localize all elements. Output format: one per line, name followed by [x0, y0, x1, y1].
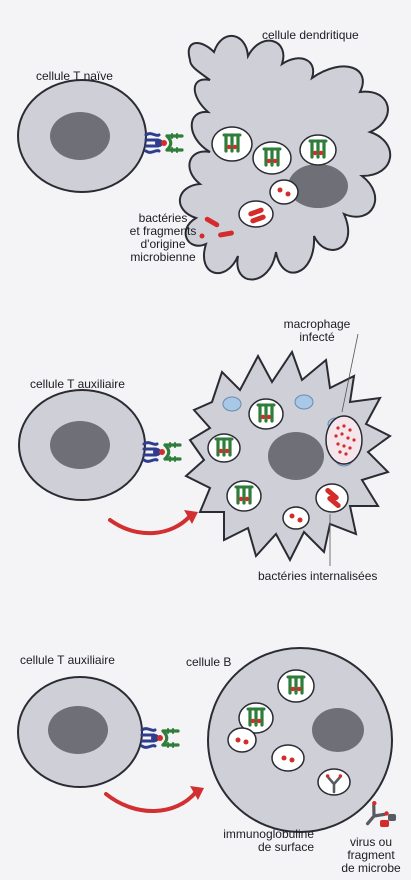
vesicle	[253, 142, 291, 174]
naive-t-cell	[18, 80, 146, 192]
panel-2-macrophage	[19, 334, 390, 566]
label-infected-macrophage: macrophage infecté	[262, 318, 372, 344]
label-virus-fragment: virus ou fragment de microbe	[336, 836, 406, 875]
label-b-cell: cellule B	[186, 656, 231, 669]
label-line: de surface	[196, 841, 314, 854]
vesicle	[227, 481, 261, 511]
curved-arrow-icon	[106, 792, 196, 811]
vesicle	[208, 434, 240, 462]
vesicle	[270, 180, 298, 204]
b-cell-nucleus	[312, 708, 364, 752]
granule	[295, 395, 313, 409]
label-surface-immunoglobulin: immunoglobuline de surface	[196, 828, 314, 854]
vesicle	[300, 135, 336, 165]
curved-arrow-icon	[110, 516, 190, 533]
granule	[223, 397, 241, 411]
vesicle	[272, 745, 304, 771]
helper-t-cell	[18, 677, 142, 787]
label-line: de microbe	[336, 862, 406, 875]
label-line: infecté	[262, 331, 372, 344]
tcr-mhc-complex	[146, 134, 182, 153]
vesicle	[239, 201, 273, 227]
vesicle	[228, 728, 256, 752]
label-helper-t-cell: cellule T auxiliaire	[30, 378, 125, 391]
label-helper-t-cell: cellule T auxiliaire	[20, 654, 115, 667]
vesicle	[278, 670, 314, 702]
vesicle	[249, 399, 283, 429]
t-cell-nucleus	[50, 112, 110, 160]
vesicle	[316, 484, 348, 512]
macrophage	[186, 352, 390, 560]
tcr-mhc-complex	[142, 729, 178, 748]
label-internalized-bacteria: bactéries internalisées	[258, 570, 377, 583]
label-bacteria-fragments: bactéries et fragments d'origine microbi…	[108, 212, 218, 264]
infected-vacuole	[326, 416, 362, 464]
label-dendritic-cell: cellule dendritique	[262, 29, 359, 42]
b-cell	[208, 648, 392, 832]
helper-t-cell	[19, 390, 145, 500]
label-line: microbienne	[108, 251, 218, 264]
macrophage-nucleus	[268, 432, 324, 480]
tcr-mhc-complex	[144, 443, 180, 462]
vesicle	[283, 507, 309, 529]
panel-3-b-cell	[18, 648, 396, 832]
vesicle	[318, 769, 350, 795]
label-naive-t-cell: cellule T naïve	[36, 70, 113, 83]
vesicle	[212, 127, 252, 161]
